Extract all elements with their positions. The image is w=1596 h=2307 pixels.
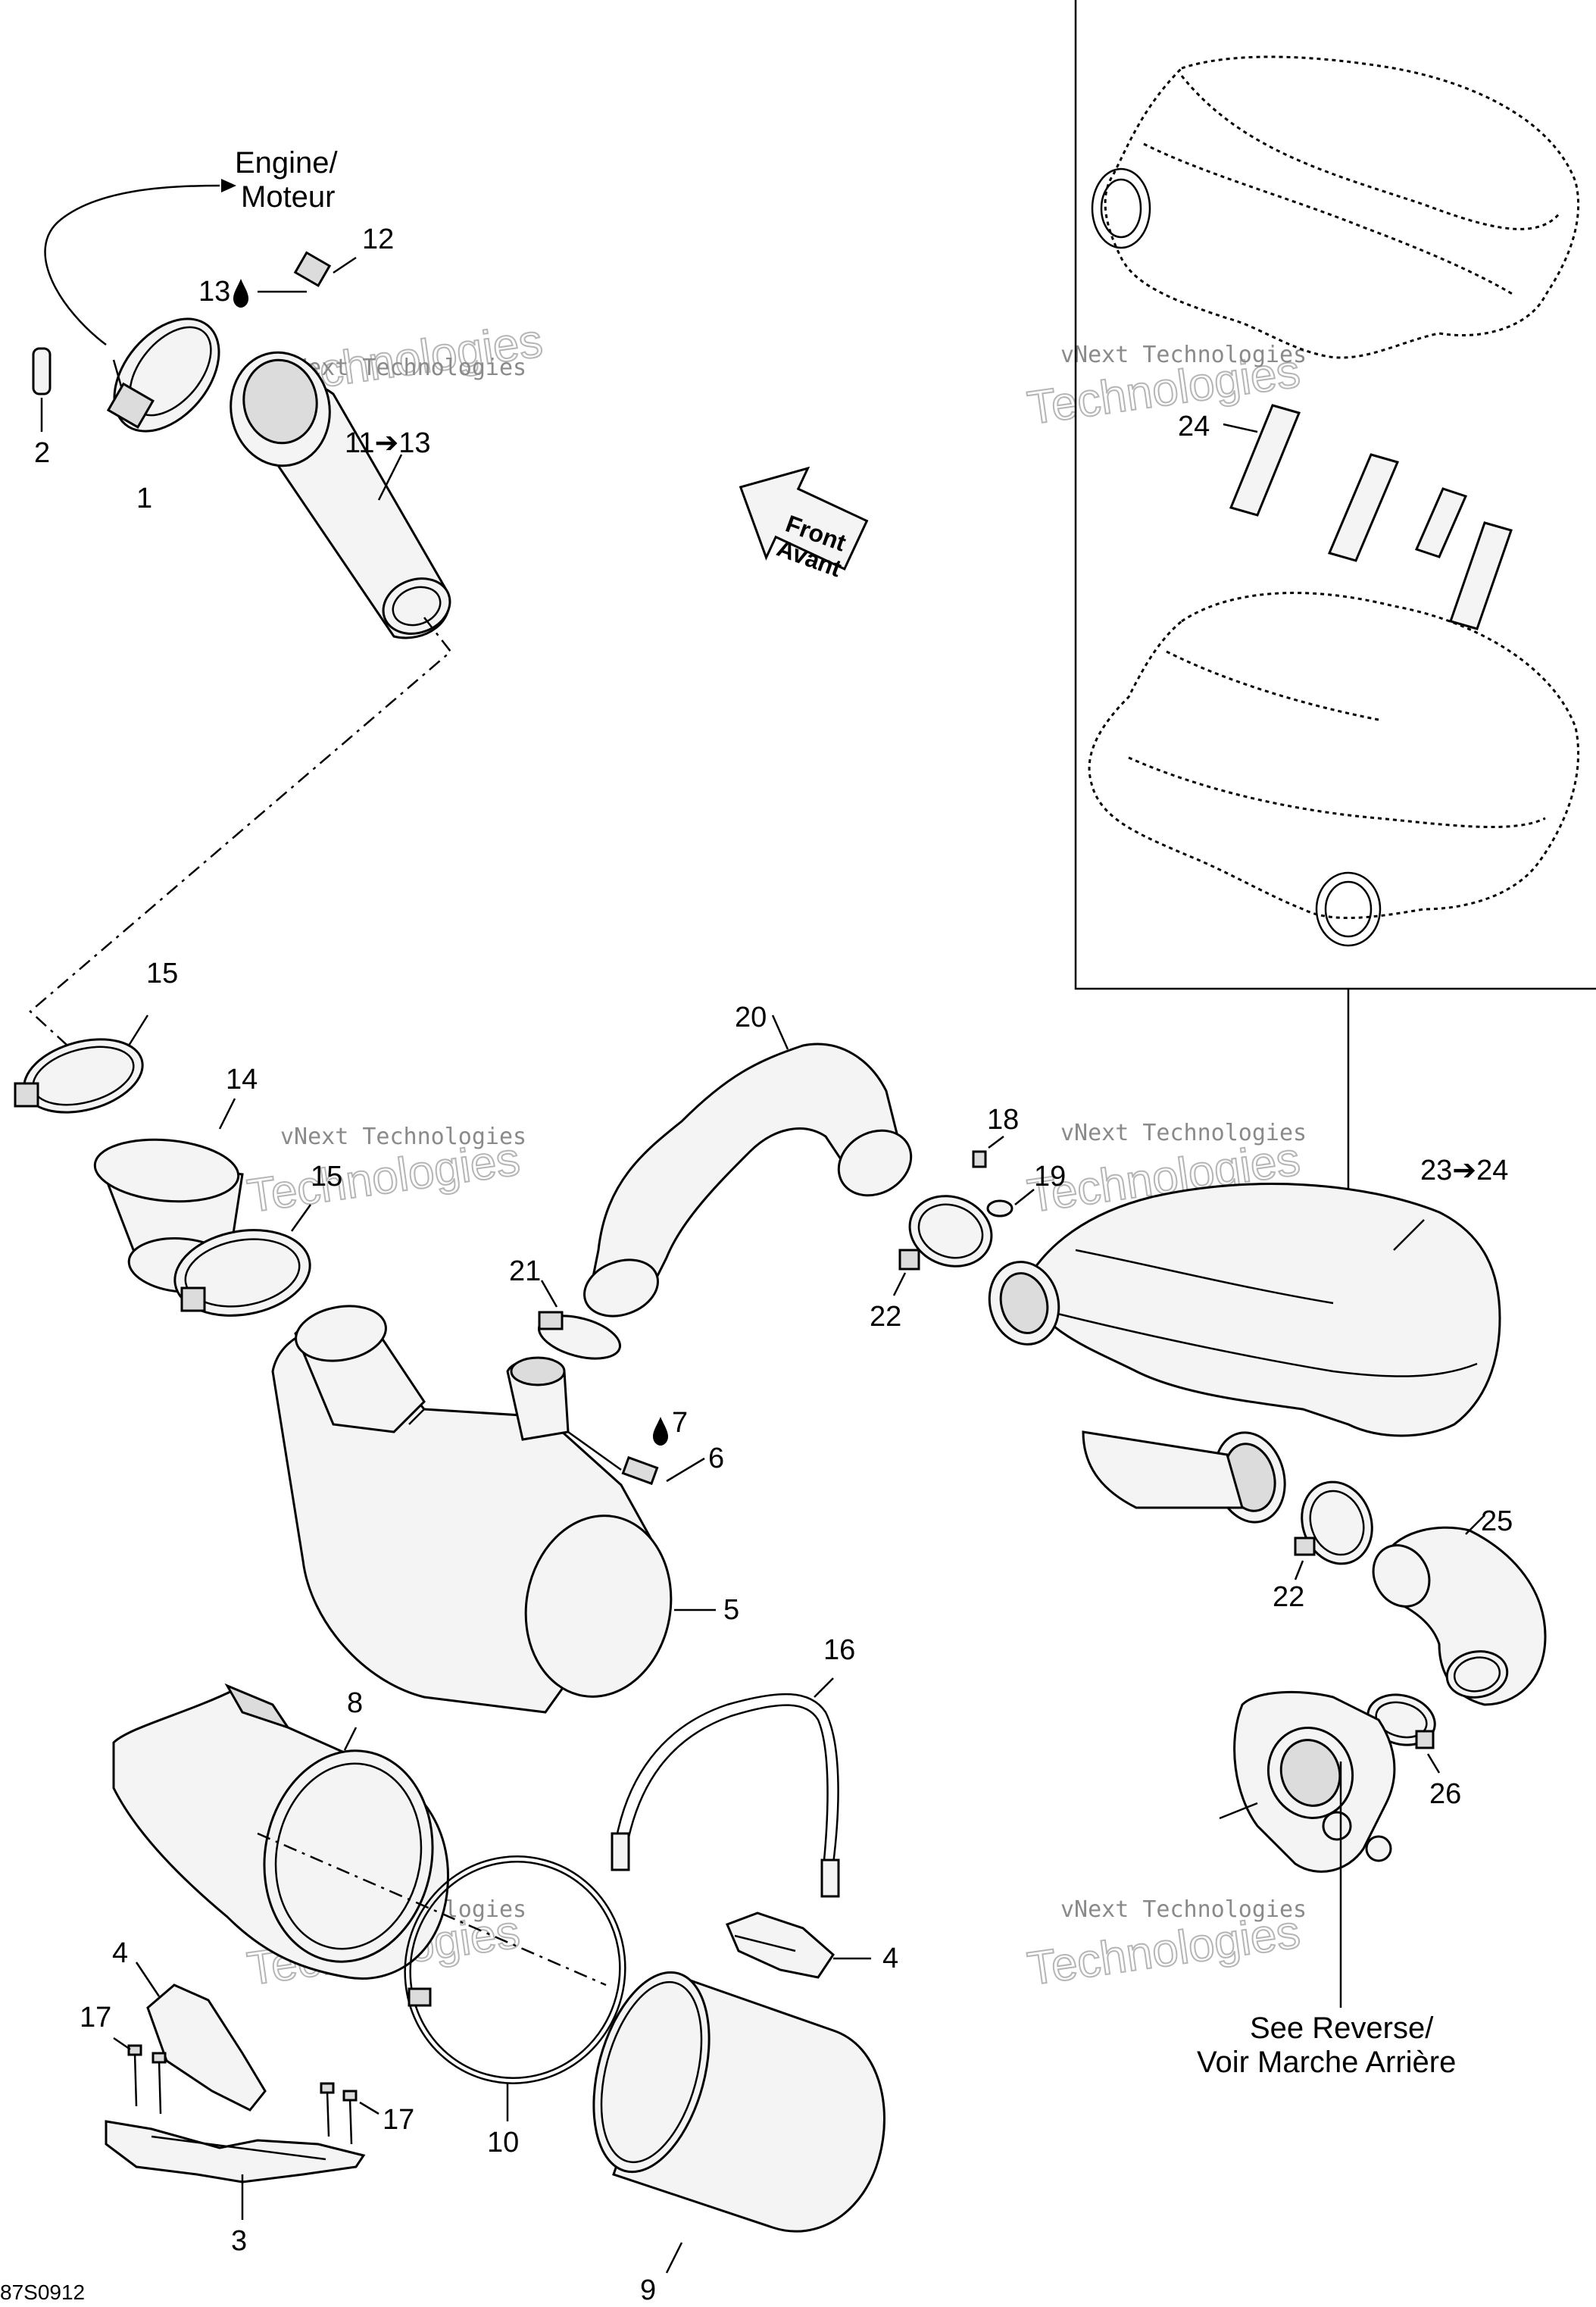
part-9-end-cap: [592, 1971, 885, 2274]
assembly-leader-line: [29, 617, 452, 1096]
sealant-drop-icon: [233, 279, 248, 308]
figure-code: 87S0912: [0, 2280, 85, 2304]
callout-4-right: 4: [882, 1943, 898, 1974]
see-reverse-label: See Reverse/: [1250, 2012, 1434, 2045]
part-15-clamp-upper: [14, 1014, 149, 1114]
callout-19: 19: [1034, 1161, 1066, 1193]
callout-14: 14: [226, 1064, 258, 1096]
callout-9: 9: [640, 2274, 656, 2306]
callout-5: 5: [723, 1594, 739, 1626]
part-5-silencer: [271, 1305, 716, 1714]
part-10-band-clamp: [404, 1855, 626, 2121]
part-25-elbow: [1372, 1515, 1547, 1706]
muffler-reference-top: [1091, 55, 1580, 359]
reverse-outlet-plate: [1219, 1690, 1396, 2008]
callout-23: 23➔24: [1420, 1155, 1508, 1186]
muffler-inlet-ring: [1091, 167, 1151, 249]
callout-20: 20: [735, 1002, 767, 1033]
callout-4-left: 4: [112, 1937, 128, 1969]
callout-6: 6: [708, 1443, 724, 1474]
part-8-heat-shield: [112, 1683, 607, 1987]
callout-16: 16: [823, 1634, 855, 1666]
part-3-plate: [105, 2120, 366, 2220]
callout-15-upper: 15: [146, 958, 178, 989]
callout-21: 21: [509, 1255, 541, 1287]
muffler-reference-bottom: [1088, 592, 1579, 947]
callout-24: 24: [1178, 411, 1210, 442]
part-4-bracket-left: [135, 1962, 267, 2112]
see-reverse-label-fr: Voir Marche Arrière: [1197, 2046, 1456, 2079]
engine-label-fr: Moteur: [241, 180, 336, 214]
part-20-pipe: [583, 1014, 913, 1318]
engine-label: Engine/: [235, 146, 339, 180]
part-19-washer: [986, 1189, 1035, 1218]
watermark: vNext Technologies: [1060, 1120, 1307, 1146]
sealant-drop-icon: [653, 1417, 668, 1446]
part-2-hose: [32, 347, 52, 432]
front-direction-arrow: [739, 466, 869, 570]
callout-22-lower: 22: [1273, 1581, 1304, 1613]
callout-13: 13: [198, 276, 230, 308]
watermark: vNext Technologies: [280, 1124, 526, 1150]
callout-10: 10: [487, 2127, 519, 2159]
part-22-clamp-lower: [1294, 1480, 1373, 1580]
watermark: vNext Technologies: [1060, 342, 1307, 368]
watermark: vNext Technologies: [280, 355, 526, 381]
muffler-outlet-ring: [1315, 871, 1382, 947]
reference-inset-box: [1074, 0, 1596, 1280]
watermark: vNext Technologies: [1060, 1896, 1307, 1923]
callout-17-right: 17: [383, 2104, 414, 2136]
part-16-strap: [611, 1677, 840, 1898]
part-17-screws: [113, 2037, 379, 2145]
part-22-clamp-upper: [892, 1195, 993, 1296]
part-15-clamp-lower: [173, 1204, 312, 1317]
part-23-muffler: [988, 1183, 1501, 1524]
callout-2: 2: [34, 437, 50, 469]
callout-26: 26: [1429, 1778, 1461, 1810]
callout-1: 1: [136, 483, 152, 514]
callout-18: 18: [987, 1104, 1019, 1136]
engine-arrow: [44, 179, 236, 345]
callout-25: 25: [1481, 1505, 1513, 1537]
callout-12: 12: [362, 224, 394, 255]
part-1-clamp: [106, 317, 220, 433]
part-6-sensor: [567, 1417, 705, 1486]
part-18-bolt: [972, 1136, 1004, 1168]
callout-15-lower: 15: [311, 1161, 342, 1193]
callout-11: 11➔13: [345, 427, 431, 459]
callout-17-left: 17: [80, 2002, 111, 2033]
callout-7: 7: [672, 1407, 688, 1439]
callout-8: 8: [347, 1687, 363, 1719]
part-11-tube: [230, 351, 451, 639]
callout-3: 3: [231, 2225, 247, 2257]
insulation-pads-24: [1223, 404, 1513, 630]
part-21-clamp: [537, 1280, 622, 1360]
part-12-fitting: [258, 251, 357, 293]
part-4-bracket-right: [726, 1912, 871, 1979]
callout-22-upper: 22: [870, 1301, 901, 1333]
